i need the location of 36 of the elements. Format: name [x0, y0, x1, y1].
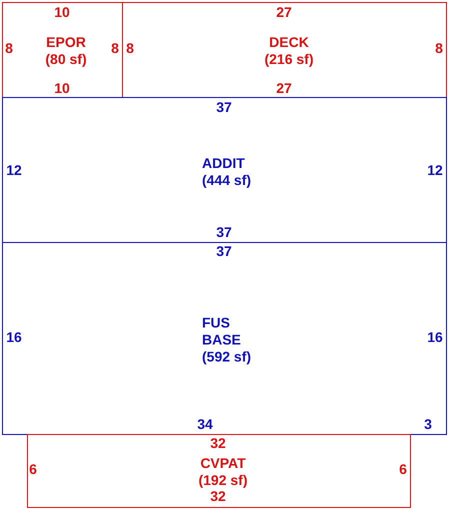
area-name: CVPAT — [200, 455, 246, 472]
dimension-label: 6 — [29, 461, 37, 477]
dimension-label: 8 — [435, 40, 443, 56]
area-size: (444 sf) — [202, 172, 252, 189]
area-size: (80 sf) — [45, 51, 87, 68]
dimension-label: 8 — [111, 40, 119, 56]
area-outline — [2, 2, 123, 98]
area-outline — [27, 434, 411, 508]
dimension-label: 37 — [216, 99, 232, 115]
area-name: ADDIT — [202, 155, 245, 172]
area-size: (216 sf) — [264, 51, 314, 68]
area-name: FUS BASE — [202, 314, 242, 348]
dimension-label: 6 — [399, 461, 407, 477]
area-outline — [122, 2, 447, 98]
area-name: EPOR — [46, 34, 86, 51]
dimension-label: 27 — [276, 4, 292, 20]
dimension-label: 8 — [5, 40, 13, 56]
area-outline — [2, 242, 447, 435]
dimension-label: 10 — [54, 4, 70, 20]
dimension-label: 37 — [216, 224, 232, 240]
dimension-label: 16 — [427, 329, 443, 345]
dimension-label: 27 — [276, 80, 292, 96]
dimension-label: 8 — [126, 40, 134, 56]
dimension-label: 16 — [6, 329, 22, 345]
area-size: (192 sf) — [198, 472, 248, 489]
area-name: DECK — [269, 34, 309, 51]
area-outline — [2, 97, 447, 243]
dimension-label: 10 — [54, 80, 70, 96]
dimension-label: 12 — [427, 162, 443, 178]
dimension-label: 12 — [6, 162, 22, 178]
dimension-label: 3 — [424, 416, 432, 432]
dimension-label: 37 — [216, 243, 232, 259]
dimension-label: 34 — [197, 416, 213, 432]
area-size: (592 sf) — [202, 348, 252, 366]
dimension-label: 32 — [210, 488, 226, 504]
dimension-label: 32 — [210, 435, 226, 451]
